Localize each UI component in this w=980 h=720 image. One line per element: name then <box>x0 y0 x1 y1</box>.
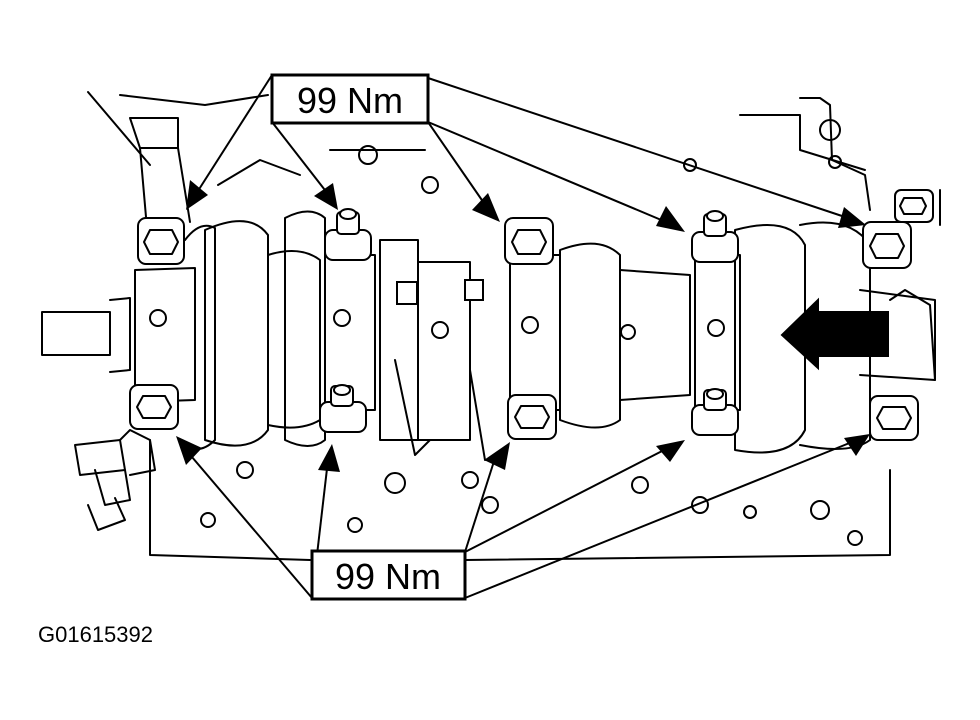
figure-id: G01615392 <box>38 622 153 647</box>
main-bearing-bolt-icon <box>691 388 739 436</box>
main-bearing-bolt-icon <box>504 217 554 265</box>
bottom-callout-leaders <box>176 434 870 599</box>
crankshaft-body <box>184 210 936 461</box>
crankshaft-snout <box>41 297 131 373</box>
sensor-connector <box>74 429 156 531</box>
top-callout-leaders <box>186 74 866 232</box>
main-bearing-bolt-icon <box>319 384 367 433</box>
top-torque-label: 99 Nm <box>297 80 403 121</box>
bottom-torque-label: 99 Nm <box>335 556 441 597</box>
main-bearing-bolt-icon <box>507 394 557 440</box>
main-bearing-bolt-icon <box>137 217 185 265</box>
main-bearing-bolt-icon <box>691 210 739 263</box>
top-torque-callout: 99 Nm <box>270 73 430 125</box>
front-direction-arrow-icon <box>780 297 889 371</box>
main-bearing-bolt-icon <box>862 221 912 269</box>
main-bearing-bolt-icon <box>324 208 372 261</box>
main-bearing-bolt-icon <box>869 395 919 441</box>
bottom-torque-callout: 99 Nm <box>310 549 467 601</box>
bearing-caps <box>134 254 741 411</box>
main-bearing-bolt-icon <box>129 384 179 430</box>
main-bearing-bolt-icon <box>894 189 934 223</box>
